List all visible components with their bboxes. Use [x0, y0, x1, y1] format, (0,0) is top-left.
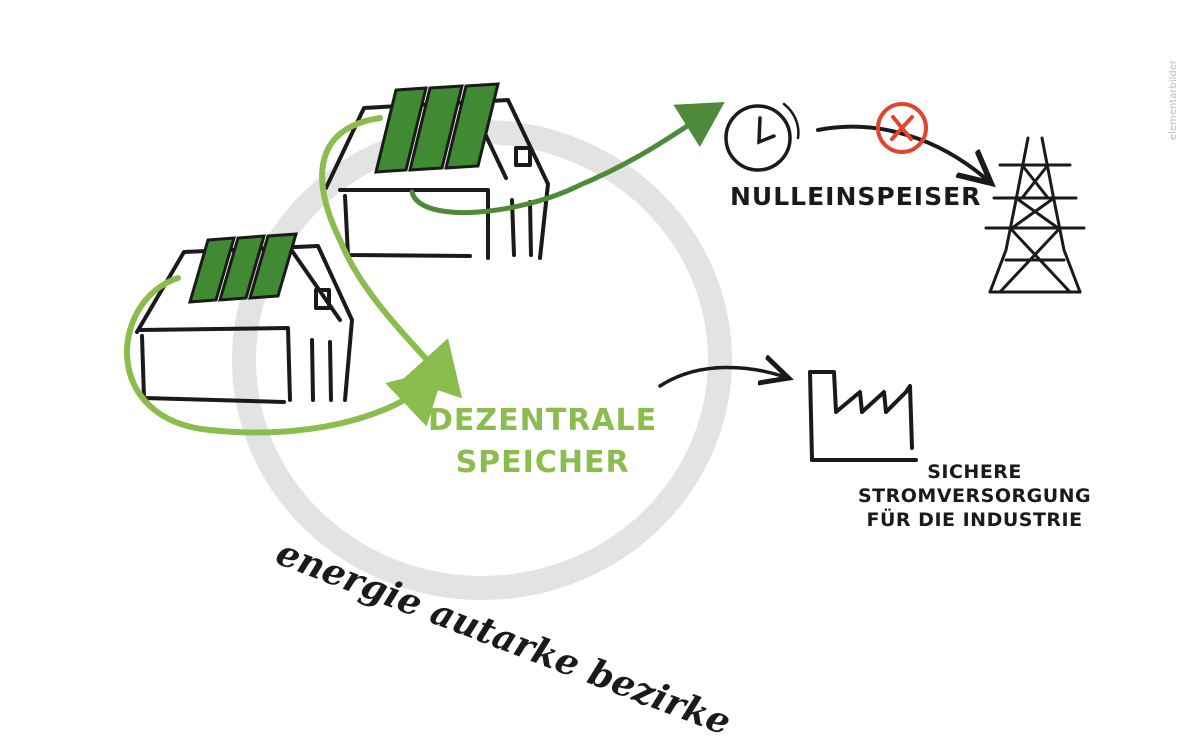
dezentrale-speicher-line-1: DEZENTRALE: [428, 403, 658, 438]
nulleinspeiser-label: NULLEINSPEISER: [730, 182, 982, 211]
flow-arrow-front-house-to-storage: [124, 275, 446, 436]
sichere-line-2: STROMVERSORGUNG: [858, 485, 1092, 507]
artist-signature: elementarbilder: [1168, 60, 1179, 140]
sichere-stromversorgung-label: SICHERE STROMVERSORGUNG FÜR DIE INDUSTRI…: [858, 460, 1091, 532]
power-pylon-icon: [984, 136, 1086, 294]
sichere-line-3: FÜR DIE INDUSTRIE: [866, 509, 1083, 531]
dezentrale-speicher-line-2: SPEICHER: [455, 445, 630, 480]
cycle-ring-icon: [232, 120, 732, 600]
solar-panels-front-icon: [187, 232, 299, 304]
dezentrale-speicher-label: DEZENTRALE SPEICHER: [428, 400, 657, 484]
sichere-line-1: SICHERE: [927, 461, 1022, 483]
x-circle-icon: [876, 102, 928, 154]
diagram-canvas: [124, 82, 1086, 600]
flow-arrow-back-house-to-storage: [319, 115, 463, 399]
clock-icon: [724, 102, 800, 172]
solar-panels-back-icon: [374, 82, 500, 174]
flow-arrow-back-house-to-clock: [409, 102, 725, 215]
factory-icon: [808, 370, 918, 462]
flow-arrow-storage-to-factory: [658, 367, 782, 388]
